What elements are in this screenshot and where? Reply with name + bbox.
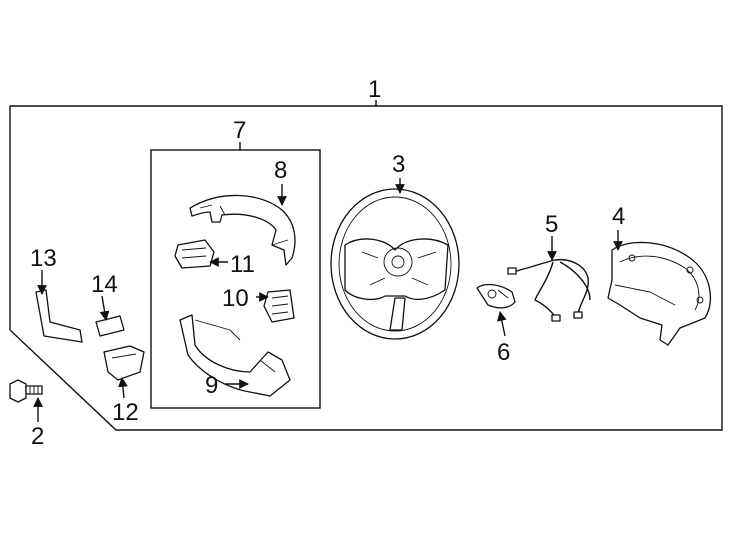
right-switch [263,289,295,323]
callout-7: 7 [233,117,246,144]
wire-harness [507,258,591,322]
subassembly-box [150,149,321,409]
bolt [9,379,43,403]
callout-12: 12 [112,399,139,426]
callout-9: 9 [205,372,218,399]
callout-2: 2 [31,423,44,450]
callout-4: 4 [612,203,625,230]
callout-3: 3 [392,151,405,178]
lower-trim-cover [179,314,291,397]
callout-13: 13 [30,245,57,272]
callout-5: 5 [545,211,558,238]
callout-6: 6 [497,339,510,366]
left-switch [174,239,215,269]
switch-module [476,283,516,309]
steering-rear-cover [607,241,712,346]
steering-wheel [330,188,460,340]
callout-14: 14 [91,271,118,298]
small-trim [95,315,125,337]
callout-8: 8 [274,157,287,184]
upper-trim-cover [189,194,296,266]
callout-10: 10 [222,285,249,312]
assembly-outline [9,105,723,431]
bracket [103,345,145,381]
callout-11: 11 [230,251,255,278]
trim-strip [35,289,83,343]
callout-1: 1 [368,76,381,103]
